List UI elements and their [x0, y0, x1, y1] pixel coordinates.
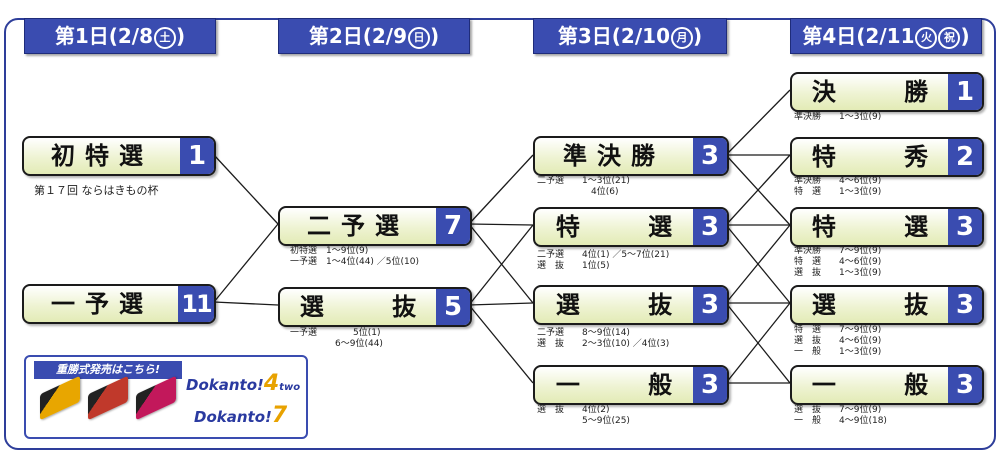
note-tokusen-day3: 二予選 4位(1) ／5～7位(21) 選 抜 1位(5)	[537, 250, 670, 271]
race-niyosen: 二予選 7	[278, 206, 472, 246]
line-ichiyo-senbatsu	[213, 301, 279, 306]
event-subtitle: 第１７回 ならはきもの杯	[34, 184, 159, 197]
note-niyosen: 初特選 1～9位(9) 一予選 1～4位(44) ／5位(10)	[290, 246, 419, 267]
note-ippan-day3: 選 抜 4位(2) 5～9位(25)	[537, 405, 630, 426]
promo-title: 重勝式発売はこちら!	[34, 361, 182, 379]
race-senbatsu-day4: 選 抜 3	[790, 285, 984, 325]
note-tokusen-day4: 準決勝 7～9位(9) 特 選 4～6位(9) 選 抜 1～3位(9)	[794, 246, 882, 278]
line-sen2-tok	[468, 224, 534, 306]
race-kessho: 決 勝 1	[790, 72, 984, 112]
day3-weekday-mark: 月	[670, 26, 693, 49]
race-tokusen-day3: 特 選 3	[533, 207, 729, 247]
ticket-icon-red	[88, 375, 128, 421]
ticket-icon-orange	[40, 375, 80, 421]
day2-weekday-mark: 日	[408, 26, 431, 49]
line-shoto-niyo	[213, 154, 279, 225]
line-niyo-jun	[468, 154, 534, 225]
line-tok-tokushu	[725, 154, 791, 226]
race-shotokusen: 初特選 1	[22, 136, 216, 176]
race-senbatsu-day2: 選 抜 5	[278, 287, 472, 327]
note-tokushu: 準決勝 4～6位(9) 特 選 1～3位(9)	[794, 176, 882, 197]
race-ippan-day4: 一 般 3	[790, 365, 984, 405]
race-tokusen-day4: 特 選 3	[790, 207, 984, 247]
jushoshiki-promo-banner[interactable]: 重勝式発売はこちら! Dokanto!4two Dokanto!7	[24, 355, 308, 439]
day4-weekday-mark: 火	[915, 26, 938, 49]
race-tokushu: 特 秀 2	[790, 137, 984, 177]
race-junkessho: 準決勝 3	[533, 136, 729, 176]
line-sen2-ippan	[468, 304, 534, 384]
note-ippan-day4: 選 抜 7～9位(9) 一 般 4～9位(18)	[794, 405, 887, 426]
ticket-icon-pink	[136, 375, 176, 421]
race-ippan-day3: 一 般 3	[533, 365, 729, 405]
dokanto-4two-logo[interactable]: Dokanto!4two	[186, 371, 301, 396]
note-senbatsu-day3: 二予選 8～9位(14) 選 抜 2～3位(10) ／4位(3)	[537, 328, 670, 349]
line-jun-kessho	[725, 89, 791, 156]
note-senbatsu-day4: 特 選 7～9位(9) 選 抜 4～6位(9) 一 般 1～3位(9)	[794, 325, 882, 357]
line-sen2-sen	[468, 302, 534, 306]
race-senbatsu-day3: 選 抜 3	[533, 285, 729, 325]
day1-weekday-mark: 土	[154, 26, 177, 49]
line-sen-tokusen	[725, 224, 791, 304]
line-ippan-senbatsu	[725, 302, 791, 384]
line-niyo-tok	[468, 223, 534, 226]
line-ichiyo-niyo	[213, 223, 279, 303]
dokanto-7-logo[interactable]: Dokanto!7	[194, 403, 288, 428]
race-ichiyosen: 一予選 11	[22, 284, 216, 324]
note-senbatsu-day2: 一予選 5位(1) 6～9位(44)	[290, 328, 383, 349]
note-junkessho: 二予選 1～3位(21) 4位(6)	[537, 176, 630, 197]
line-niyo-sen	[468, 223, 534, 304]
note-kessho: 準決勝 1～3位(9)	[794, 112, 882, 122]
day4-holiday-mark: 祝	[938, 26, 961, 49]
